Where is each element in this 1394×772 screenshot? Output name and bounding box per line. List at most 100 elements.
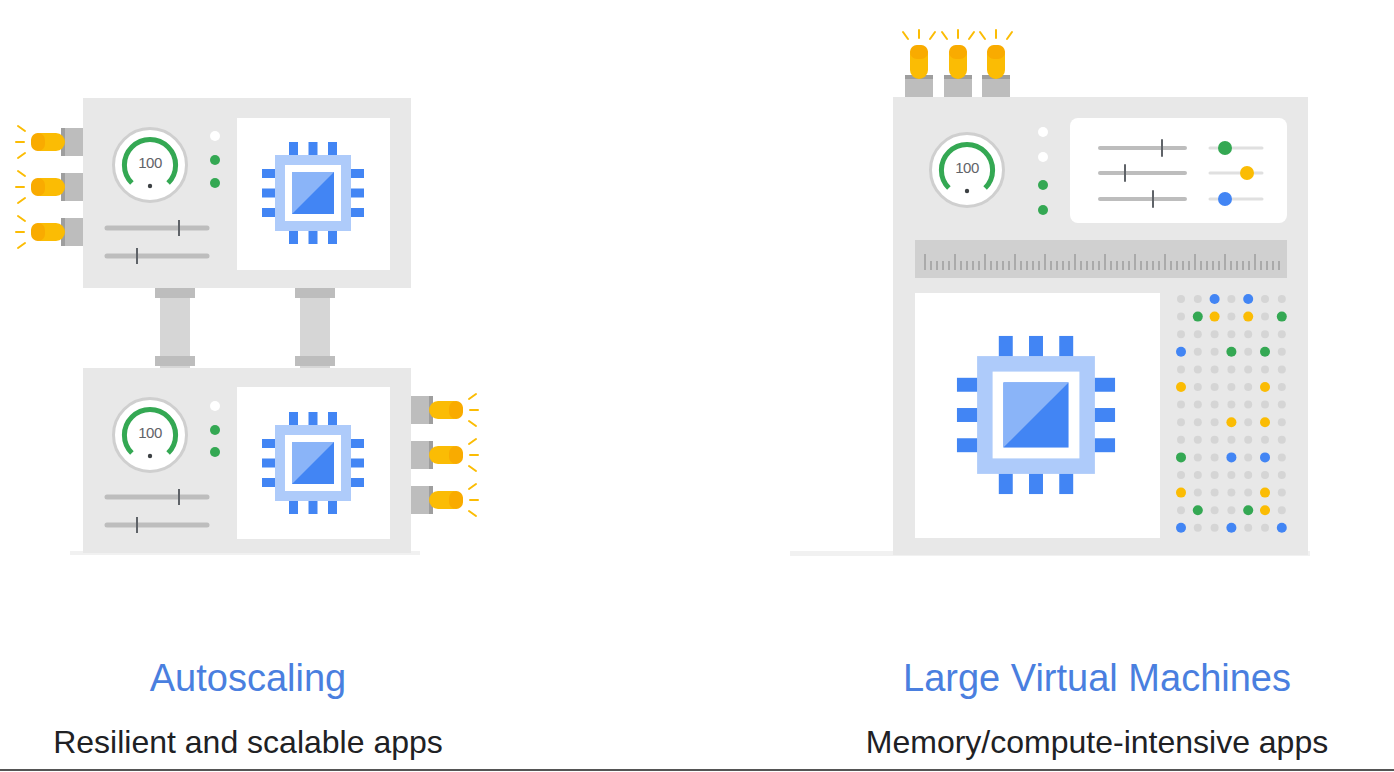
indicator-dot: [1261, 313, 1269, 321]
indicator-dot: [1278, 453, 1286, 461]
ruler-tick: [990, 261, 992, 270]
indicator-dot: [1244, 365, 1252, 373]
ruler-tick: [1248, 261, 1250, 270]
indicator-dot: [1244, 524, 1252, 532]
indicator-dot: [1227, 295, 1235, 303]
ruler-tick: [1164, 254, 1166, 270]
indicator-dot: [1243, 312, 1253, 322]
indicator-dot: [1261, 330, 1269, 338]
indicator-dot: [1244, 330, 1252, 338]
indicator-dot: [1211, 365, 1219, 373]
indicator-dot: [1244, 348, 1252, 356]
ruler-tick: [1128, 261, 1130, 270]
indicator-dot: [1278, 401, 1286, 409]
indicator-dot: [1193, 312, 1203, 322]
gauge-dial: 100: [112, 397, 188, 473]
indicator-dot: [1226, 523, 1236, 533]
indicator-dot: [1260, 347, 1270, 357]
ruler-tick: [1098, 261, 1100, 270]
indicator-dot: [1194, 489, 1202, 497]
ruler-tick: [966, 261, 968, 270]
indicator-dot: [1227, 330, 1235, 338]
ruler-tick: [1194, 254, 1196, 270]
section-subtitle: Resilient and scalable apps: [53, 724, 443, 761]
indicator-dot: [1194, 383, 1202, 391]
ruler-tick: [1008, 261, 1010, 270]
ruler-tick: [1020, 261, 1022, 270]
indicator-dot: [1176, 488, 1186, 498]
indicator-dot: [1177, 401, 1185, 409]
indicator-dot: [1194, 295, 1202, 303]
ruler-tick: [1188, 261, 1190, 270]
indicator-dot: [1177, 295, 1185, 303]
ruler-tick: [1230, 261, 1232, 270]
ruler-tick: [1002, 261, 1004, 270]
indicator-dot: [1227, 383, 1235, 391]
indicator-dot: [1211, 348, 1219, 356]
indicator-dot: [1278, 365, 1286, 373]
ruler-tick: [1062, 261, 1064, 270]
indicator-dot: [1193, 505, 1203, 515]
ruler-tick: [972, 261, 974, 270]
indicator-dot: [1194, 453, 1202, 461]
indicator-dot: [1194, 471, 1202, 479]
indicator-dot: [1177, 330, 1185, 338]
indicator-dot: [1278, 418, 1286, 426]
indicator-dot: [1194, 365, 1202, 373]
indicator-dot: [1194, 418, 1202, 426]
indicator-dot: [1244, 436, 1252, 444]
indicator-dot: [1211, 330, 1219, 338]
ruler-tick: [1152, 261, 1154, 270]
indicator-dot: [1277, 312, 1287, 322]
ruler-tick: [1104, 254, 1106, 270]
baseline-rule: [0, 769, 1394, 771]
ruler-tick: [1218, 261, 1220, 270]
ruler-tick: [1182, 261, 1184, 270]
indicator-dot: [1244, 489, 1252, 497]
indicator-dot: [1194, 524, 1202, 532]
indicator-dot: [1211, 471, 1219, 479]
indicator-dot: [1244, 383, 1252, 391]
indicator-dot: [1278, 436, 1286, 444]
server-unit: [16, 98, 411, 288]
ruler-tick: [1176, 261, 1178, 270]
indicator-dot: [1243, 294, 1253, 304]
indicator-dot: [1211, 453, 1219, 461]
ruler-tick: [1266, 261, 1268, 270]
indicator-dot: [1177, 418, 1185, 426]
ruler-tick: [936, 261, 938, 270]
ruler-tick: [1116, 261, 1118, 270]
ruler-tick: [1044, 254, 1046, 270]
indicator-dot: [1260, 505, 1270, 515]
ruler-tick: [1200, 261, 1202, 270]
ruler-tick: [1272, 261, 1274, 270]
indicator-dot: [1177, 313, 1185, 321]
indicator-dot: [1194, 401, 1202, 409]
ruler-tick: [960, 261, 962, 270]
indicator-dot: [1227, 365, 1235, 373]
indicator-dot: [1211, 418, 1219, 426]
ruler-tick: [996, 261, 998, 270]
indicator-dot: [1177, 365, 1185, 373]
ruler-tick: [1074, 254, 1076, 270]
ruler-tick: [930, 261, 932, 270]
gauge-value: 100: [115, 424, 185, 441]
gauge-value: 100: [932, 159, 1002, 176]
indicator-dot: [1260, 417, 1270, 427]
indicator-dot: [1211, 436, 1219, 444]
ruler-tick: [1068, 261, 1070, 270]
ruler-tick: [984, 254, 986, 270]
indicator-dot: [1261, 524, 1269, 532]
indicator-dot: [1211, 401, 1219, 409]
indicator-dot: [1278, 330, 1286, 338]
ruler-tick: [1080, 261, 1082, 270]
indicator-dot: [1277, 523, 1287, 533]
ruler-tick: [1146, 261, 1148, 270]
indicator-dot: [1278, 471, 1286, 479]
indicator-dot: [1194, 330, 1202, 338]
indicator-dot: [1194, 348, 1202, 356]
ruler-tick: [1260, 261, 1262, 270]
indicator-dot: [1177, 436, 1185, 444]
section-heading: Autoscaling: [150, 657, 346, 700]
